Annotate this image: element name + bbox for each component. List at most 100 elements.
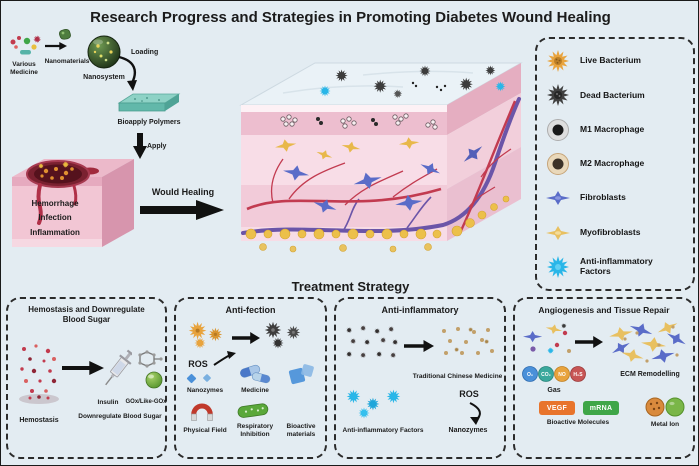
bioactive-materials-icon bbox=[288, 364, 314, 385]
apply-arrow bbox=[133, 133, 147, 159]
treatment-box-angiogenesis: Angiogenesis and Tissue Repair ECM Remod… bbox=[513, 297, 695, 459]
gox-label: GOx/Like-GOx bbox=[125, 399, 167, 405]
ros-arrow bbox=[213, 351, 236, 366]
dead-bacterium-icon bbox=[547, 84, 569, 107]
m1-macrophage-icon bbox=[547, 118, 569, 141]
nanosystem-icon bbox=[87, 35, 121, 69]
box4-title: Angiogenesis and Tissue Repair bbox=[538, 305, 670, 315]
bioactive-molecules-label: Bioactive Molecules bbox=[546, 419, 610, 426]
anti-inflammatory-factors-icon bbox=[346, 389, 401, 419]
cell-mix-icon bbox=[523, 323, 571, 354]
hemostasis-icon bbox=[19, 344, 59, 404]
legend-item-live-bacterium: Live Bacterium bbox=[543, 45, 687, 77]
legend-label: M2 Macrophage bbox=[580, 158, 645, 169]
wound-state-labels: Hemorrhage Infection Inflammation bbox=[13, 197, 97, 240]
tcm-label: Traditional Chinese Medicine bbox=[412, 373, 503, 380]
macrophage-clusters bbox=[280, 113, 438, 130]
physical-field-label: Physical Field bbox=[183, 427, 227, 434]
apply-label: Apply bbox=[147, 143, 167, 150]
treatment-strategy-heading: Treatment Strategy bbox=[291, 279, 410, 294]
would-healing-label: Would Healing bbox=[151, 187, 215, 197]
box1-arrow bbox=[62, 361, 104, 375]
mrna-badge: mRNA bbox=[583, 401, 619, 415]
box1-title: Hemostasis and Downregulate Blood Sugar bbox=[28, 305, 145, 324]
legend-item-m1-macrophage: M1 Macrophage bbox=[543, 114, 687, 146]
inflamed-cells-icon bbox=[346, 325, 398, 358]
vegf-badge: VEGF bbox=[539, 401, 575, 415]
legend-label: Anti-inflammatory Factors bbox=[580, 256, 653, 276]
metal-ion-icon bbox=[645, 397, 685, 417]
ecm-remodelling-label: ECM Remodelling bbox=[620, 371, 680, 378]
medicine-capsules-icon bbox=[240, 364, 271, 384]
legend-label: Fibroblasts bbox=[580, 192, 626, 203]
gas-no-label: NO bbox=[558, 372, 566, 378]
box2-arrow bbox=[232, 332, 260, 344]
physical-field-icon bbox=[191, 403, 213, 421]
nanosystem-label: Nanosystem bbox=[83, 74, 125, 81]
metal-ion-label: Metal Ion bbox=[650, 421, 680, 428]
surface-bacteria bbox=[319, 65, 506, 99]
anti-inflammatory-factors-label: Anti-inflammatory Factors bbox=[342, 427, 424, 434]
gas-label: Gas bbox=[547, 387, 561, 394]
nanomaterials-label: Nanomaterials bbox=[44, 58, 90, 65]
hemorrhage-label: Hemorrhage bbox=[31, 199, 79, 208]
loading-label: Loading bbox=[131, 49, 159, 56]
insulin-label: Insulin bbox=[97, 399, 119, 406]
m2-macrophage-icon bbox=[547, 152, 569, 175]
gox-molecule-icon bbox=[138, 350, 163, 389]
box3-nanozymes-label: Nanozymes bbox=[448, 427, 488, 434]
legend-panel: Live Bacterium Dead Bacterium M1 Macroph… bbox=[535, 37, 695, 291]
legend-item-m2-macrophage: M2 Macrophage bbox=[543, 148, 687, 180]
legend-label: Live Bacterium bbox=[580, 55, 641, 66]
vein-vessel bbox=[241, 97, 521, 235]
page-title: Research Progress and Strategies in Prom… bbox=[90, 9, 611, 26]
medicine-label: Medicine bbox=[241, 387, 269, 394]
live-bacterium-icon bbox=[547, 50, 569, 73]
box4-arrow bbox=[575, 336, 603, 348]
ros-label: ROS bbox=[188, 359, 208, 369]
downregulate-label: Downregulate Blood Sugar bbox=[78, 413, 162, 420]
various-medicine-label: Various Medicine bbox=[10, 61, 38, 76]
loading-arrow bbox=[118, 55, 137, 91]
blood-drip bbox=[36, 183, 43, 225]
live-bacteria-icon bbox=[188, 321, 223, 349]
nanozymes-label: Nanozymes bbox=[186, 387, 224, 394]
bioapply-polymers-label: Bioapply Polymers bbox=[117, 119, 181, 126]
treatment-box-antifection: Anti-fection ROS Nanozymes Physical bbox=[174, 297, 327, 459]
myofibroblast-icon bbox=[546, 225, 570, 240]
gas-co2-label: CO₂ bbox=[541, 372, 551, 378]
artery-vessel bbox=[246, 187, 442, 211]
inflammation-label: Inflammation bbox=[30, 227, 80, 237]
treatment-box-anti-inflammatory: Anti-inflammatory Traditional Chinese Me… bbox=[334, 297, 506, 459]
box3-ros-arrow bbox=[469, 402, 481, 425]
fibroblast-icon bbox=[546, 191, 570, 206]
would-healing-arrow bbox=[140, 200, 224, 220]
box3-arrow bbox=[404, 340, 434, 352]
hemostasis-label: Hemostasis bbox=[19, 417, 59, 424]
dead-bacteria-icon bbox=[264, 321, 301, 349]
gas-icons: O₂ CO₂ NO H₂S bbox=[522, 366, 586, 382]
anti-inflammatory-factor-icon bbox=[547, 255, 569, 278]
box2-title: Anti-fection bbox=[225, 305, 276, 315]
arrow-to-nanosystem bbox=[45, 42, 67, 50]
legend-label: Myofibroblasts bbox=[580, 226, 641, 237]
legend-item-dead-bacterium: Dead Bacterium bbox=[543, 79, 687, 111]
box3-ros-label: ROS bbox=[459, 389, 479, 399]
bioapply-polymer-icon bbox=[117, 93, 181, 112]
various-medicine-icon bbox=[10, 35, 42, 55]
gas-h2s-label: H₂S bbox=[573, 372, 583, 378]
fat-cells bbox=[245, 195, 510, 253]
tcm-cells-icon bbox=[442, 327, 494, 355]
wounded-skin-block bbox=[12, 159, 134, 247]
gas-o2-label: O₂ bbox=[527, 372, 533, 378]
nanomaterial-icon bbox=[59, 29, 71, 40]
legend-label: M1 Macrophage bbox=[580, 123, 645, 134]
infection-label: Infection bbox=[38, 213, 72, 223]
respiratory-inhibition-label: Respiratory Inhibition bbox=[236, 423, 274, 438]
treatment-box-hemostasis: Hemostasis and Downregulate Blood Sugar bbox=[6, 297, 167, 459]
legend-item-myofibroblasts: Myofibroblasts bbox=[543, 216, 687, 248]
respiratory-bacterium-icon bbox=[237, 403, 269, 418]
legend-item-fibroblasts: Fibroblasts bbox=[543, 182, 687, 214]
bioactive-materials-label: Bioactive materials bbox=[286, 423, 316, 438]
box3-title: Anti-inflammatory bbox=[381, 305, 459, 315]
